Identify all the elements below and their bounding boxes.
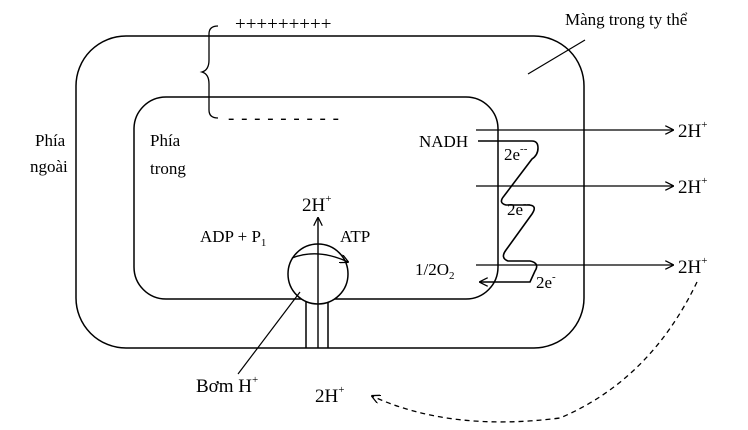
negative-charges-label: - - - - - - - - - (228, 108, 340, 129)
outside-label-line1: Phía (35, 131, 66, 150)
outside-label-line2: ngoài (30, 157, 68, 176)
oxygen-label: 1/2O2 (415, 260, 455, 282)
pump-label: Bơm H+ (196, 374, 258, 397)
proton-out-label-1: 2H+ (678, 119, 707, 142)
electron-label-2: 2e-- (507, 198, 531, 219)
adp-label: ADP + P1 (200, 227, 266, 249)
inside-label-line1: Phía (150, 131, 181, 150)
pump-pointer (238, 292, 300, 374)
positive-charges-label: +++++++++ (235, 14, 331, 35)
inner-membrane-pointer (528, 40, 585, 74)
inside-label-line2: trong (150, 159, 186, 178)
membrane-brace (202, 26, 218, 118)
proton-in-label: 2H+ (302, 193, 331, 216)
nadh-label: NADH (419, 132, 468, 151)
electron-label-3: 2e- (536, 271, 556, 292)
proton-return-label: 2H+ (315, 384, 344, 407)
inner-membrane-label: Màng trong ty thể (565, 10, 688, 29)
proton-out-label-2: 2H+ (678, 175, 707, 198)
proton-out-label-3: 2H+ (678, 255, 707, 278)
atp-label: ATP (340, 227, 370, 246)
proton-return-dashed-arrow (372, 282, 697, 422)
electron-label-1: 2e-- (504, 143, 528, 164)
